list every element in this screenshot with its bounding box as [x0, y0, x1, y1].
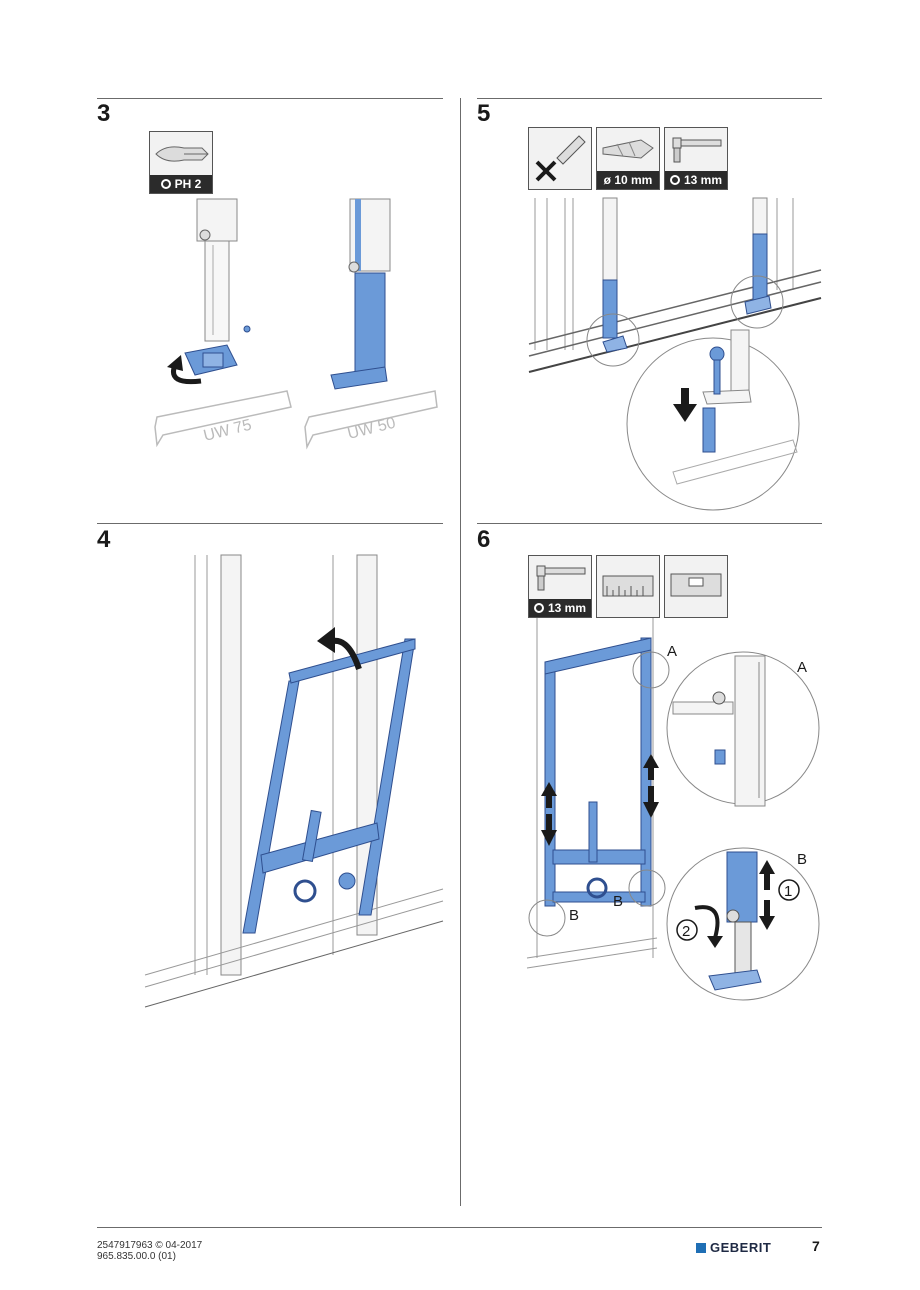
mid-rule-left — [97, 523, 443, 524]
step-2-label: 2 — [682, 923, 690, 940]
ruler-icon — [602, 575, 654, 597]
tool-box-drill: ø 10 mm — [596, 127, 660, 190]
footer-rule — [97, 1227, 822, 1228]
label-b-left: B — [569, 907, 579, 924]
tool-caption-wrench-5: 13 mm — [665, 171, 727, 189]
label-b-right: B — [613, 893, 623, 910]
rotate-arrow-icon — [694, 905, 720, 939]
tool-box-ruler — [596, 555, 660, 618]
top-rule-left — [97, 98, 443, 99]
tool-box-wrench-6: 13 mm — [528, 555, 592, 618]
step5-illustration — [528, 197, 822, 511]
page-number: 7 — [812, 1238, 820, 1254]
step-number-4: 4 — [97, 526, 111, 553]
spirit-level-icon — [670, 573, 722, 597]
brand-name: GEBERIT — [710, 1240, 772, 1255]
step3-illustration: UW 75 UW 50 — [154, 198, 438, 450]
drill-bit-icon — [602, 139, 654, 159]
label-a-zoom: A — [797, 659, 807, 676]
up-down-arrow-icon — [759, 860, 775, 930]
doc-code: 2547917963 © 04-2017 — [97, 1240, 203, 1251]
tool-box-level — [664, 555, 728, 618]
tool-box-no-marker — [528, 127, 592, 190]
tool-caption-drill: ø 10 mm — [597, 171, 659, 189]
phillips-screwdriver-icon — [155, 146, 209, 162]
socket-wrench-icon — [672, 137, 722, 163]
step-number-5: 5 — [477, 100, 491, 127]
no-marker-icon — [535, 135, 586, 182]
brand-logo: GEBERIT — [696, 1240, 771, 1255]
socket-size-icon — [669, 175, 680, 185]
top-rule-right — [477, 98, 822, 99]
mid-rule-right — [477, 523, 822, 524]
tool-box-wrench-5: 13 mm — [664, 127, 728, 190]
socket-wrench-icon — [536, 565, 586, 591]
step4-illustration — [144, 554, 444, 1008]
brand-square-icon — [696, 1242, 706, 1253]
ref-code: 965.835.00.0 (01) — [97, 1251, 176, 1262]
rail-label-uw50: UW 50 — [346, 415, 398, 443]
label-a-small: A — [667, 643, 677, 660]
step-number-3: 3 — [97, 100, 111, 127]
up-down-arrow-icon — [541, 782, 557, 846]
phillips-head-icon — [160, 179, 171, 189]
label-b-zoom: B — [797, 851, 807, 868]
step6-illustration: A B B A 1 2 B — [526, 618, 820, 1001]
step-1-label: 1 — [784, 883, 792, 900]
step-number-6: 6 — [477, 526, 491, 553]
tool-box-screwdriver: PH 2 — [149, 131, 213, 194]
column-divider — [460, 98, 461, 1206]
up-down-arrow-icon — [643, 754, 659, 818]
socket-size-icon — [533, 603, 544, 613]
tool-caption-ph2: PH 2 — [150, 175, 212, 193]
tool-caption-wrench-6: 13 mm — [529, 599, 591, 617]
